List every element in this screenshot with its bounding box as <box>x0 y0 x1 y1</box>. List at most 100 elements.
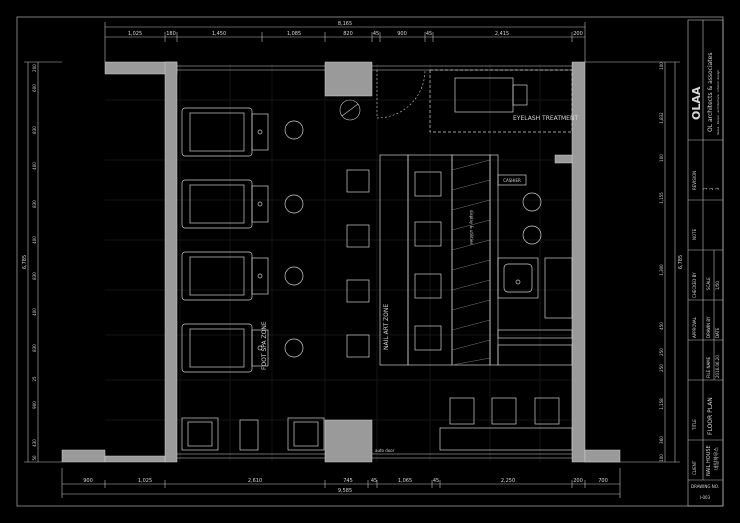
top-dimension-chain <box>104 22 586 62</box>
right-dim-seg: 100 <box>659 154 664 162</box>
drawn-by-label: DRAWN BY <box>706 316 711 338</box>
front-sitting-counter <box>439 397 573 451</box>
right-dim-overall: 6,785 <box>678 255 684 269</box>
right-dim-seg: 360 <box>659 436 664 444</box>
date-value: 2016.06.20 <box>715 355 720 378</box>
top-dim-segments: 1,025 180 1,450 1,085 820 45 900 45 2,41… <box>128 31 583 37</box>
top-dim-seg: 900 <box>397 31 407 37</box>
right-dimension-chain <box>585 61 680 463</box>
bottom-dim-seg: 2,610 <box>248 478 262 484</box>
left-dim-seg: 830 <box>32 200 37 208</box>
left-dim-segments: 200 600 830 400 830 400 830 400 830 25 9… <box>32 64 37 461</box>
left-dim-seg: 400 <box>32 162 37 170</box>
top-dim-seg: 45 <box>373 31 379 37</box>
firm-name: OL architects & associates <box>707 53 714 132</box>
right-dim-seg: 1,155 <box>659 192 664 204</box>
spa-chair <box>181 251 269 301</box>
right-dim-seg: 450 <box>659 322 664 330</box>
left-dim-seg: 200 <box>32 64 37 72</box>
nail-stools <box>346 169 442 358</box>
revision-number: 2 <box>709 187 714 190</box>
nail-art-counter <box>379 154 491 366</box>
top-dim-seg: 200 <box>573 31 583 37</box>
firm-address: Seoul · Korea · architecture · interior … <box>716 70 720 135</box>
top-dim-seg: 2,415 <box>495 31 509 37</box>
bottom-dim-seg: 45 <box>371 478 377 484</box>
revision-label: REVISION <box>692 171 697 190</box>
note-label: NOTE <box>692 228 697 240</box>
left-dimension-chain <box>24 61 62 463</box>
date-label: DATE <box>715 327 720 338</box>
bottom-dim-seg: 745 <box>343 478 353 484</box>
back-partition <box>489 154 573 366</box>
left-dim-seg: 830 <box>32 272 37 280</box>
eyelash-treatment-label: EYELASH TREATMENT <box>513 115 578 122</box>
left-dim-seg: 430 <box>32 439 37 447</box>
bottom-dim-seg: 1,065 <box>398 478 412 484</box>
left-dim-seg: 600 <box>32 84 37 92</box>
right-dim-seg: 1,158 <box>659 398 664 410</box>
client-name-korean: 네일하우스 <box>713 447 720 470</box>
scale-value: 1/50 <box>715 281 720 290</box>
eyelash-room <box>429 69 573 133</box>
scale-label: SCALE <box>706 277 711 290</box>
waiting-seats <box>181 417 325 451</box>
spa-chair <box>181 107 269 157</box>
top-dim-seg: 45 <box>426 31 432 37</box>
approval-label: APPROVAL <box>692 316 697 338</box>
bottom-dim-seg: 1,025 <box>138 478 152 484</box>
bottom-dim-seg: 900 <box>83 478 93 484</box>
bottom-dim-seg: 45 <box>433 478 439 484</box>
right-dim-seg: 1,300 <box>659 264 664 276</box>
client-name: NAIL HOUSE <box>706 445 712 476</box>
bottom-dim-seg: 700 <box>598 478 608 484</box>
left-dim-seg: 400 <box>32 236 37 244</box>
left-dim-seg: 830 <box>32 344 37 352</box>
left-dim-seg: 400 <box>32 308 37 316</box>
nail-art-zone-label: NAIL ART ZONE <box>383 304 390 350</box>
walls <box>61 61 621 463</box>
top-dim-seg: 1,025 <box>128 31 142 37</box>
right-dim-segments: 100 1,832 100 1,155 1,300 450 250 250 1,… <box>659 62 664 462</box>
drawing-title: FLOOR PLAN <box>707 397 714 435</box>
checked-by-label: CHECKED BY <box>692 272 697 298</box>
top-dim-seg: 820 <box>343 31 353 37</box>
client-label: CLIENT <box>692 460 697 475</box>
top-dim-seg: 1,450 <box>212 31 226 37</box>
bottom-dim-segments: 900 1,025 2,610 745 45 1,065 45 2,250 20… <box>83 478 608 484</box>
right-dim-seg: 100 <box>659 454 664 462</box>
right-dim-seg: 250 <box>659 364 664 372</box>
bottom-dimension-chain <box>61 468 621 498</box>
storefront-glass <box>177 65 572 459</box>
right-dim-seg: 1,832 <box>659 112 664 124</box>
display-hatch <box>451 159 491 366</box>
left-dim-overall: 6,785 <box>22 255 28 269</box>
left-dim-seg: 50 <box>32 455 37 461</box>
display-utilities-label: display & utilities <box>469 210 474 245</box>
cashier-label: CASHIER <box>503 178 521 183</box>
firm-logo: OLAA <box>690 86 703 120</box>
foot-spa-chairs <box>181 107 304 373</box>
title-block <box>687 19 724 507</box>
foot-spa-zone-label: FOOT SPA ZONE <box>261 321 268 370</box>
reference-grid <box>105 64 585 462</box>
door-swing <box>339 69 426 121</box>
drawing-no-value: I-003 <box>700 495 711 500</box>
drawing-no-label: DRAWING NO. <box>691 484 719 489</box>
top-dim-seg: 180 <box>166 31 176 37</box>
auto-door-label: auto door <box>375 448 395 453</box>
left-dim-seg: 830 <box>32 126 37 134</box>
right-dim-seg: 250 <box>659 348 664 356</box>
spa-chair <box>181 323 269 373</box>
revision-number: 1 <box>703 187 708 190</box>
left-dim-seg: 25 <box>32 376 37 382</box>
left-dim-seg: 900 <box>32 401 37 409</box>
spa-chair <box>181 179 269 229</box>
revision-number: 3 <box>715 187 720 190</box>
bottom-dim-seg: 200 <box>573 478 583 484</box>
title-label: TITLE <box>692 419 697 431</box>
top-dim-overall: 8,165 <box>338 21 352 27</box>
file-name-label: FILE NAME <box>706 356 711 378</box>
bottom-dim-overall: 9,585 <box>338 488 352 494</box>
